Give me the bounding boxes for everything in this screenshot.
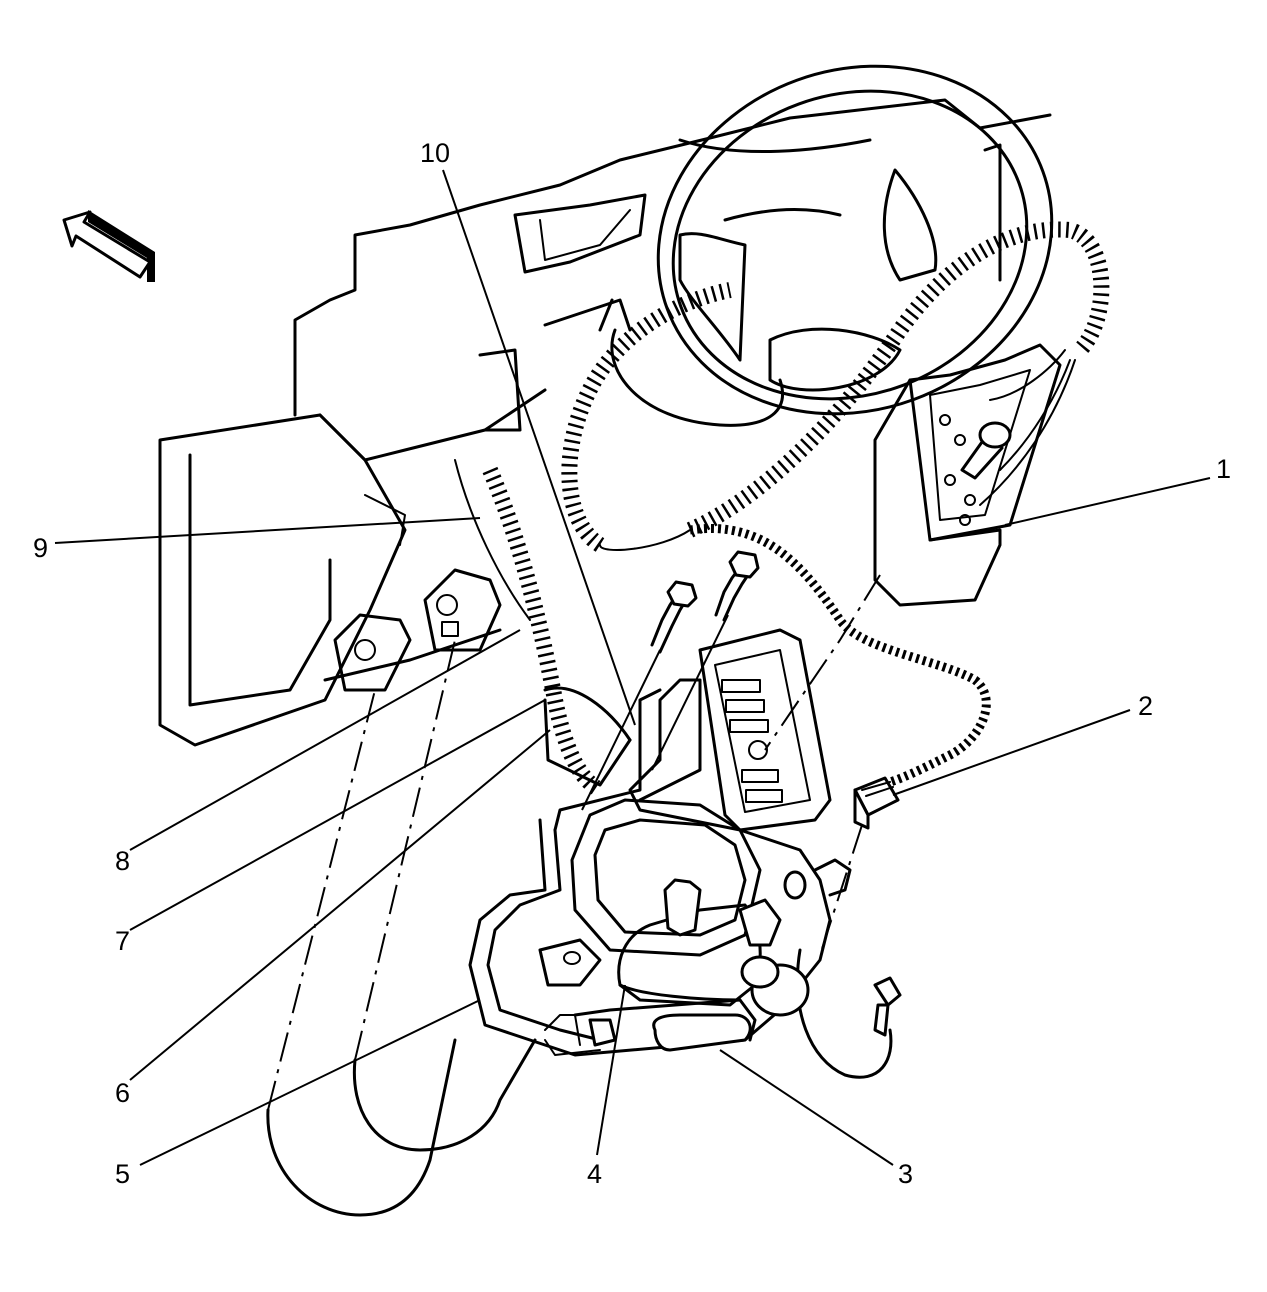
callout-labels: 1 2 3 4 5 6 7 8 9 10 <box>33 138 1231 1189</box>
sensor-lead-wire <box>689 524 991 790</box>
wiring-harness-coil <box>561 221 1110 552</box>
callout-3: 3 <box>898 1159 913 1189</box>
callout-6: 6 <box>115 1078 130 1108</box>
steering-wheel <box>598 64 1054 427</box>
callout-1: 1 <box>1216 454 1231 484</box>
inflatable-restraint-module-assembly <box>468 678 852 1057</box>
side-impact-sensor-module <box>873 343 1076 607</box>
column-harness <box>454 459 632 798</box>
mounting-bolt-right <box>714 550 760 622</box>
leader-lines <box>54 169 1211 1166</box>
callout-10: 10 <box>420 138 450 168</box>
connector-2 <box>795 776 902 1079</box>
callout-5: 5 <box>115 1159 130 1189</box>
callout-8: 8 <box>115 846 130 876</box>
mounting-bolt-left <box>650 580 698 654</box>
relay-block <box>698 628 832 832</box>
callout-4: 4 <box>587 1159 602 1189</box>
forward-arrow-icon <box>62 210 155 282</box>
callout-9: 9 <box>33 533 48 563</box>
callout-2: 2 <box>1138 691 1153 721</box>
steering-column <box>266 639 537 1217</box>
callout-7: 7 <box>115 926 130 956</box>
instrument-panel-carrier <box>158 98 1052 747</box>
